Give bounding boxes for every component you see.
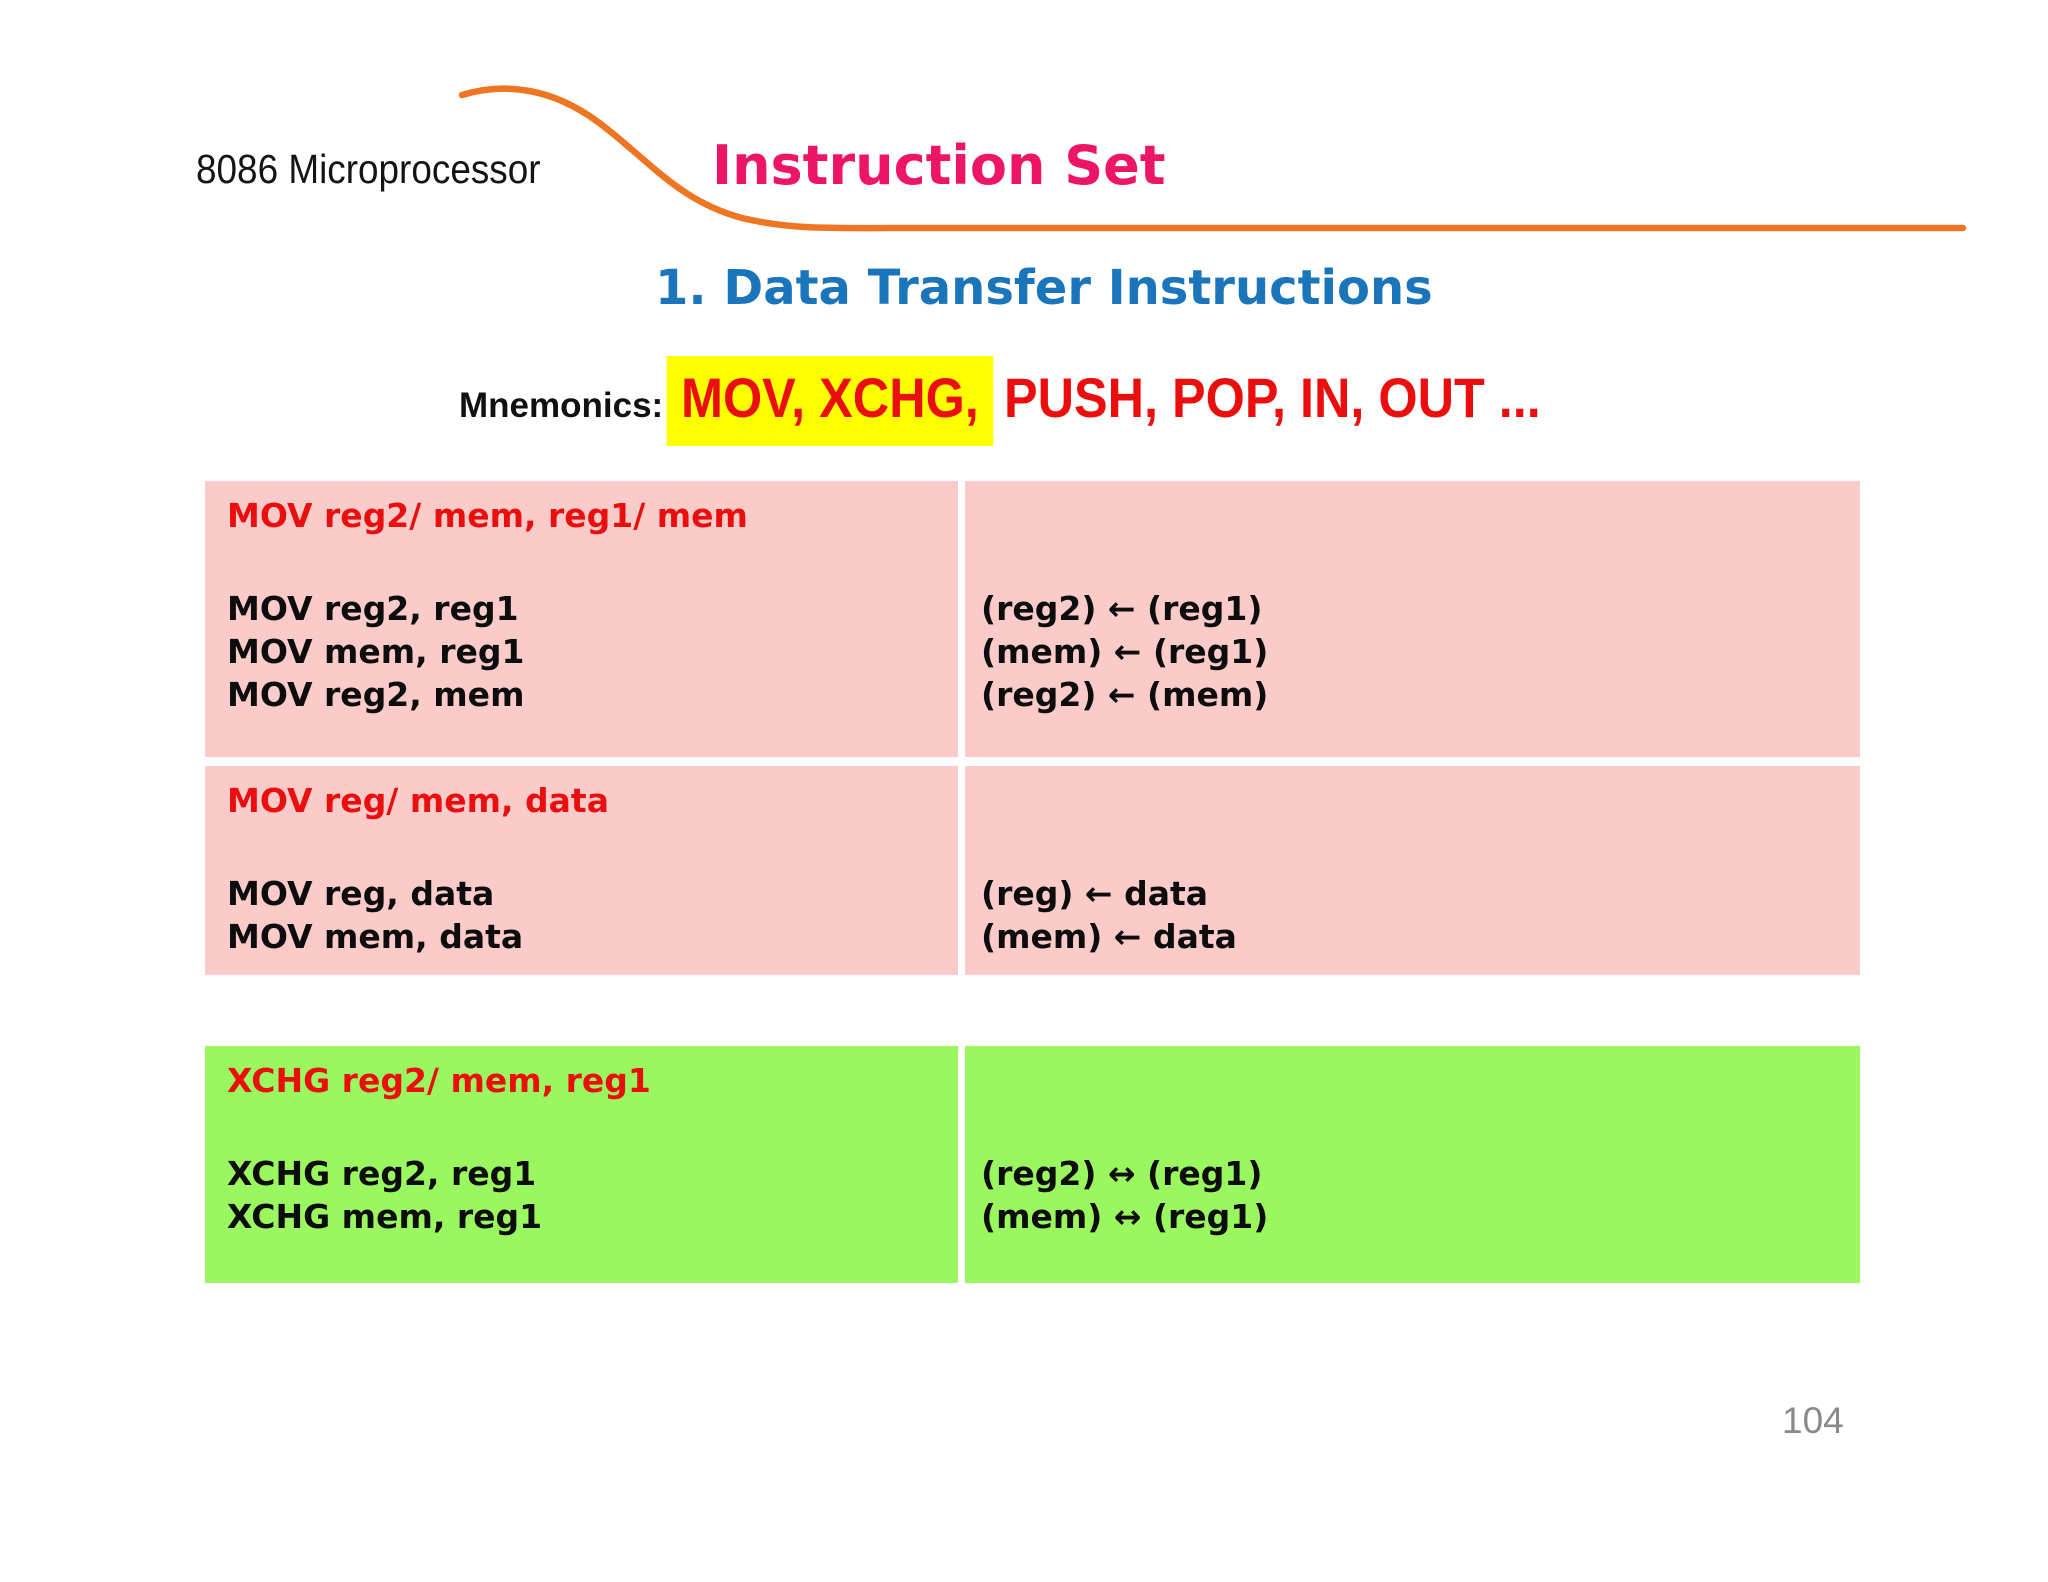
- instruction-header: MOV reg2/ mem, reg1/ mem: [227, 496, 748, 535]
- operation-line: (mem) ← (reg1): [981, 632, 1269, 671]
- instruction-header: MOV reg/ mem, data: [227, 781, 609, 820]
- mov-table-row-data: MOV reg/ mem, data MOV reg, data MOV mem…: [205, 766, 1860, 975]
- mnemonics-highlighted: MOV, XCHG,: [666, 356, 994, 446]
- operation-line: (reg) ← data: [981, 874, 1209, 913]
- mov-regmem-right-cell: (reg2) ← (reg1) (mem) ← (reg1) (reg2) ← …: [965, 481, 1860, 757]
- mov-table-row-regmem: MOV reg2/ mem, reg1/ mem MOV reg2, reg1 …: [205, 481, 1860, 757]
- mov-data-left-cell: MOV reg/ mem, data MOV reg, data MOV mem…: [205, 766, 958, 975]
- xchg-left-cell: XCHG reg2/ mem, reg1 XCHG reg2, reg1 XCH…: [205, 1046, 958, 1283]
- slide-title: Instruction Set: [712, 134, 1166, 197]
- operation-line: (mem) ← data: [981, 917, 1237, 956]
- mov-regmem-left-cell: MOV reg2/ mem, reg1/ mem MOV reg2, reg1 …: [205, 481, 958, 757]
- operation-line: (reg2) ← (reg1): [981, 589, 1263, 628]
- operation-line: (reg2) ← (mem): [981, 675, 1269, 714]
- mnemonics-list: MOV, XCHG, PUSH, POP, IN, OUT ...: [663, 356, 1541, 446]
- page-number: 104: [1782, 1400, 1844, 1441]
- xchg-table-row: XCHG reg2/ mem, reg1 XCHG reg2, reg1 XCH…: [205, 1046, 1860, 1283]
- mnemonics-rest: PUSH, POP, IN, OUT ...: [1004, 366, 1541, 429]
- xchg-right-cell: (reg2) ↔ (reg1) (mem) ↔ (reg1): [965, 1046, 1860, 1283]
- instruction-line: MOV reg, data: [227, 874, 495, 913]
- instruction-line: MOV reg2, mem: [227, 675, 525, 714]
- instruction-line: MOV reg2, reg1: [227, 589, 519, 628]
- mnemonics-label: Mnemonics:: [459, 386, 664, 425]
- section-heading: 1. Data Transfer Instructions: [655, 260, 1433, 316]
- mnemonics-line: Mnemonics: MOV, XCHG, PUSH, POP, IN, OUT…: [459, 356, 1639, 446]
- instruction-line: MOV mem, reg1: [227, 632, 525, 671]
- operation-line: (mem) ↔ (reg1): [981, 1197, 1269, 1236]
- instruction-line: MOV mem, data: [227, 917, 524, 956]
- instruction-line: XCHG mem, reg1: [227, 1197, 543, 1236]
- course-label: 8086 Microprocessor: [196, 146, 541, 192]
- operation-line: (reg2) ↔ (reg1): [981, 1154, 1263, 1193]
- instruction-header: XCHG reg2/ mem, reg1: [227, 1061, 651, 1100]
- mov-data-right-cell: (reg) ← data (mem) ← data: [965, 766, 1860, 975]
- instruction-line: XCHG reg2, reg1: [227, 1154, 537, 1193]
